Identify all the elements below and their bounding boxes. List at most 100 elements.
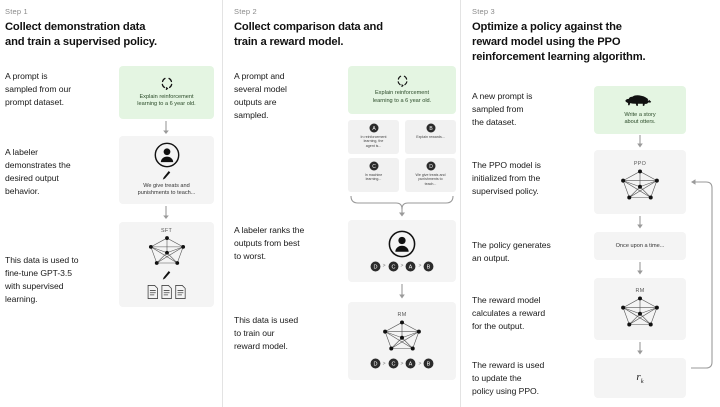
step-1-captions: A prompt is sampled from our prompt data… <box>5 64 115 394</box>
step-3-feedback-loop-arrow <box>686 174 716 384</box>
step-3-ppo-label: PPO <box>633 160 647 167</box>
step-2-output-c[interactable]: C In machine learning... <box>348 157 399 192</box>
step-3-caption-5: The reward is used to update the policy … <box>472 360 545 397</box>
step-1-demonstration-text: We give treats and punishments to teach.… <box>137 182 196 197</box>
neural-network-icon <box>379 319 425 355</box>
step-2-output-b[interactable]: B Explain rewards... <box>405 119 456 154</box>
rank-separator: > <box>382 263 386 270</box>
step-1-demonstration-box[interactable]: We give treats and punishments to teach.… <box>119 135 214 204</box>
step-1-caption-2: A labeler demonstrates the desired outpu… <box>5 146 71 196</box>
column-divider-1 <box>222 0 223 407</box>
rank-badge-2: C <box>388 358 399 369</box>
step-3-output-box[interactable]: Once upon a time... <box>594 232 686 261</box>
step-2-arrow-2 <box>398 283 406 300</box>
svg-text:C: C <box>372 163 376 169</box>
svg-text:A: A <box>409 362 413 368</box>
step-2-flow: Explain reinforcement learning to a 6 ye… <box>344 64 459 404</box>
svg-text:B: B <box>427 264 431 270</box>
svg-text:D: D <box>373 264 377 270</box>
step-2-ranking-row: D > C > A > B <box>370 261 435 272</box>
step-1-title: Collect demonstration data and train a s… <box>5 21 157 48</box>
rank-separator: > <box>382 360 386 367</box>
step-2-output-a-text: In reinforcement learning, the agent is.… <box>360 134 387 148</box>
step-3-caption-1: A new prompt is sampled from the dataset… <box>472 91 533 128</box>
svg-text:B: B <box>427 362 431 368</box>
rank-separator: > <box>418 360 422 367</box>
step-2-reward-model-box[interactable]: RM <box>348 301 456 380</box>
svg-text:C: C <box>391 362 395 368</box>
step-1-caption-1: A prompt is sampled from our prompt data… <box>5 70 72 107</box>
output-badge-b: B <box>426 123 436 133</box>
step-1-sft-model-box[interactable]: SFT <box>119 221 214 307</box>
svg-text:D: D <box>373 362 377 368</box>
step-1-flow: Explain reinforcement learning to a 6 ye… <box>115 64 215 394</box>
step-3-output-text: Once upon a time... <box>615 242 665 249</box>
step-3-captions: A new prompt is sampled from the dataset… <box>472 86 590 407</box>
step-3-caption-3: The policy generates an output. <box>472 240 551 264</box>
step-1-arrow-1 <box>162 120 170 135</box>
output-badge-c: C <box>369 161 379 171</box>
step-2-ranking-box[interactable]: D > C > A > B <box>348 219 456 282</box>
svg-text:A: A <box>409 264 413 270</box>
step-3-prompt-text: Write a story about otters. <box>624 111 656 126</box>
step-1-body: A prompt is sampled from our prompt data… <box>5 64 222 394</box>
step-2-captions: A prompt and several model outputs are s… <box>234 64 344 404</box>
step-2-body: A prompt and several model outputs are s… <box>234 64 460 404</box>
step-2-output-c-text: In machine learning... <box>364 172 383 182</box>
rank-badge-1: D <box>370 358 381 369</box>
step-2-output-d[interactable]: D We give treats and punishments to teac… <box>405 157 456 192</box>
step-2-column: Step 2 Collect comparison data and train… <box>222 0 460 407</box>
step-1-sft-label: SFT <box>160 228 173 235</box>
output-badge-a: A <box>369 123 379 133</box>
step-1-prompt-box[interactable]: Explain reinforcement learning to a 6 ye… <box>119 65 214 119</box>
svg-text:A: A <box>372 125 376 131</box>
step-3-body: A new prompt is sampled from the dataset… <box>472 86 720 407</box>
step-3-caption-2: The PPO model is initialized from the su… <box>472 160 541 197</box>
rank-separator: > <box>418 263 422 270</box>
neural-network-icon <box>617 295 663 331</box>
step-1-arrow-2 <box>162 205 170 220</box>
rank-separator: > <box>400 360 404 367</box>
otter-icon <box>624 94 656 108</box>
step-3-arrow-3 <box>636 262 644 276</box>
step-3-prompt-box[interactable]: Write a story about otters. <box>594 86 686 135</box>
step-3-arrow-4 <box>636 342 644 356</box>
rank-badge-3: A <box>405 261 416 272</box>
person-avatar-icon <box>154 142 180 168</box>
step-2-caption-2: A labeler ranks the outputs from best to… <box>234 224 305 261</box>
step-3-column: Step 3 Optimize a policy against the rew… <box>460 0 720 407</box>
neural-network-icon <box>145 235 189 269</box>
step-2-rm-label: RM <box>397 312 407 319</box>
svg-text:D: D <box>429 163 433 169</box>
step-1-label: Step 1 <box>5 7 28 16</box>
step-3-reward-box[interactable]: rk <box>594 358 686 399</box>
neural-network-icon <box>617 168 663 204</box>
step-3-ppo-model-box[interactable]: PPO <box>594 150 686 215</box>
rank-badge-4: B <box>423 261 434 272</box>
step-2-output-d-text: We give treats and punishments to teach.… <box>415 172 446 186</box>
step-3-rm-label: RM <box>635 287 645 294</box>
step-3-reward-model-box[interactable]: RM <box>594 278 686 341</box>
reward-subscript: k <box>640 378 644 386</box>
output-badge-d: D <box>426 161 436 171</box>
rank-badge-4: B <box>423 358 434 369</box>
step-1-caption-3: This data is used to fine-tune GPT-3.5 w… <box>5 254 79 304</box>
step-3-label: Step 3 <box>472 7 495 16</box>
step-1-prompt-text: Explain reinforcement learning to a 6 ye… <box>137 93 196 108</box>
step-2-caption-1: A prompt and several model outputs are s… <box>234 70 287 120</box>
step-3-arrow-1 <box>636 135 644 149</box>
step-2-prompt-box[interactable]: Explain reinforcement learning to a 6 ye… <box>348 65 456 114</box>
rank-separator: > <box>400 263 404 270</box>
pencil-icon <box>162 170 171 181</box>
step-2-output-b-text: Explain rewards... <box>416 134 445 139</box>
reward-symbol: r <box>636 371 641 384</box>
svg-text:C: C <box>391 264 395 270</box>
rank-badge-1: D <box>370 261 381 272</box>
documents-icon <box>146 284 188 300</box>
step-2-output-a[interactable]: A In reinforcement learning, the agent i… <box>348 119 399 154</box>
step-2-title: Collect comparison data and train a rewa… <box>234 21 383 48</box>
pencil-icon <box>162 270 171 281</box>
recycle-icon <box>396 74 409 87</box>
step-2-brace <box>348 194 456 218</box>
